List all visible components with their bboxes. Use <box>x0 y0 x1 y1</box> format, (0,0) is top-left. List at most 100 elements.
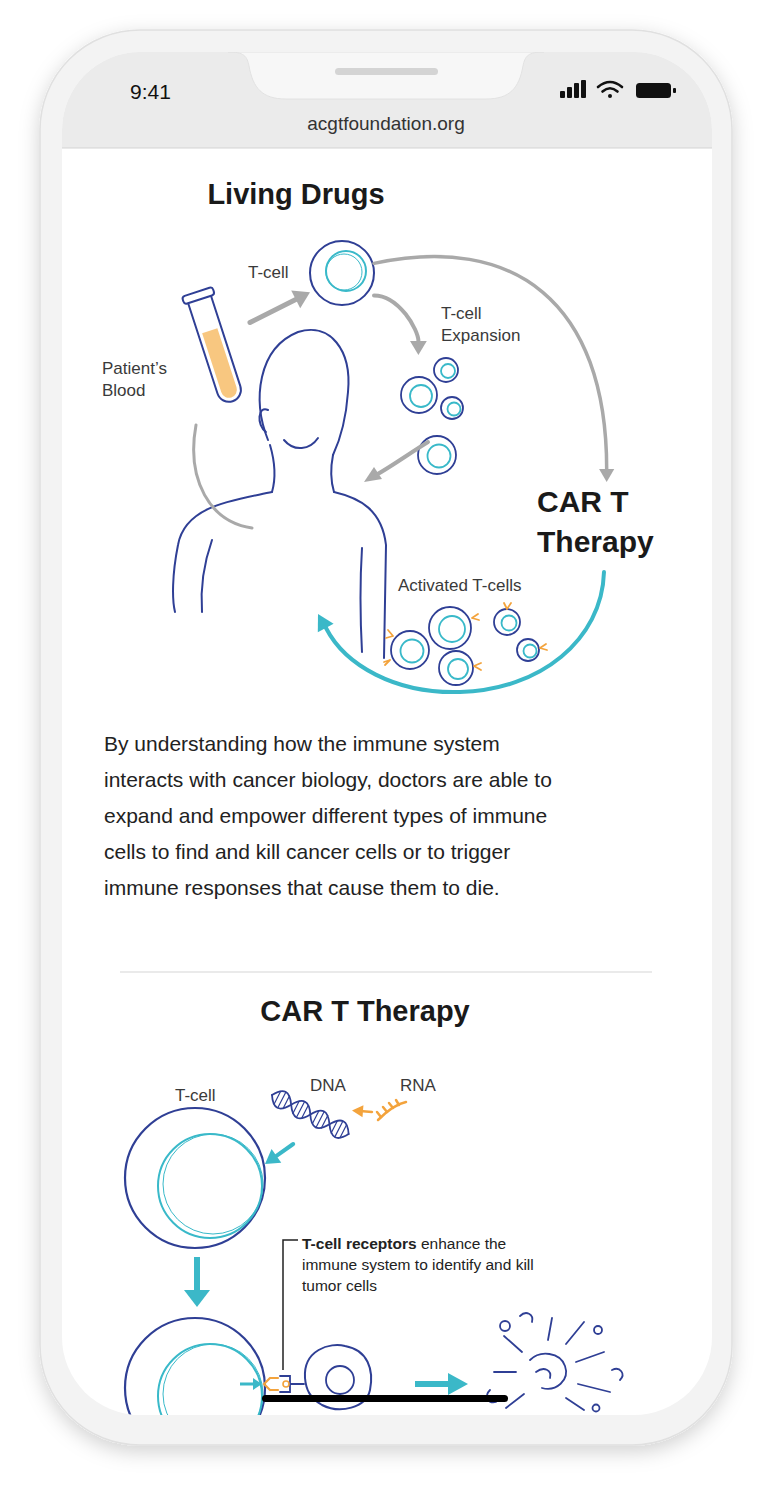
expanded-cells <box>418 436 456 474</box>
phone-screen <box>62 52 712 1415</box>
return-arrow <box>326 572 604 692</box>
url-text: acgtfoundation.org <box>307 112 464 136</box>
activated-cells <box>502 616 517 631</box>
callout-leader <box>283 1240 298 1370</box>
car-t-cell <box>253 1378 262 1390</box>
car-t-cell <box>163 1344 263 1415</box>
return-arrow <box>318 572 604 692</box>
destroyed-cell <box>594 1326 602 1334</box>
t-cell-large <box>163 1134 263 1234</box>
test-tube <box>182 287 248 406</box>
page-title: Living Drugs <box>207 176 384 212</box>
t-cell-icon <box>310 241 374 305</box>
person-outline <box>284 438 318 448</box>
receptor-binding <box>283 1381 289 1387</box>
car-t-cell <box>125 1318 265 1415</box>
infusion-arrow <box>364 442 428 482</box>
person-outline <box>260 330 349 455</box>
receptor-binding <box>280 1376 304 1392</box>
person-outline <box>173 492 272 612</box>
expanded-cells <box>410 385 432 407</box>
activated-cells <box>494 609 520 635</box>
receptor-binding <box>264 1378 278 1390</box>
arrowhead <box>599 469 614 482</box>
section-heading: CAR T Therapy <box>260 993 469 1029</box>
infusion-arrow <box>376 442 428 475</box>
dna-helix <box>273 1090 347 1139</box>
rna-node: RNA <box>372 1100 408 1124</box>
arrowhead <box>352 1105 363 1117</box>
kill-arrow <box>415 1381 450 1387</box>
node-label: Patient’s Blood <box>102 358 174 402</box>
expanded-cells <box>441 397 463 419</box>
activated-cells <box>384 660 390 665</box>
battery-icon <box>636 83 676 98</box>
test-tube <box>182 287 215 304</box>
t-cell-large <box>125 1108 265 1248</box>
callout-bold: T-cell receptors <box>302 1235 417 1252</box>
activated-cells <box>472 614 479 620</box>
status-time-holder: 9:41 <box>130 79 171 105</box>
wifi-icon <box>603 88 618 91</box>
car-t-cell <box>125 1318 265 1415</box>
t-cell-icon <box>326 251 366 291</box>
dna-node: DNA <box>268 1083 352 1144</box>
destroyed-cell <box>494 1318 610 1410</box>
section-heading-holder: CAR T Therapy <box>260 993 469 1029</box>
dna-helix <box>268 1087 353 1142</box>
signal-icon <box>581 80 586 98</box>
node-label: T-cell <box>248 262 289 284</box>
car-t-cell <box>158 1344 262 1415</box>
activated-cells <box>448 659 468 679</box>
destroyed-cell <box>520 1313 532 1322</box>
kill-arrow <box>415 1373 468 1395</box>
destroyed-cell <box>500 1321 510 1331</box>
speaker <box>335 68 438 75</box>
activated-cells <box>504 603 511 609</box>
person-outline <box>259 409 268 432</box>
divider <box>62 147 712 148</box>
t-cell-large <box>125 1108 265 1248</box>
receptor-binding <box>264 1376 304 1392</box>
destroyed-cell <box>536 1369 550 1378</box>
signal-icon <box>574 83 579 98</box>
wifi-icon <box>598 82 622 87</box>
activated-cells <box>517 639 539 661</box>
activated-cells <box>474 663 481 670</box>
arrowhead <box>291 290 310 308</box>
arrowhead <box>410 341 427 355</box>
person-outline <box>361 548 363 652</box>
rna-strand <box>377 1100 399 1117</box>
connector-line <box>276 1144 293 1156</box>
connector <box>265 1144 293 1164</box>
t-cell-large <box>158 1134 262 1238</box>
connector-line <box>250 299 296 322</box>
signal-icon <box>560 80 586 98</box>
dna-helix <box>268 1087 353 1142</box>
activated-cells <box>439 651 473 685</box>
connector <box>374 257 614 482</box>
wifi-icon <box>598 82 622 98</box>
return-arrow <box>318 614 334 632</box>
return-arc <box>194 425 252 528</box>
phone-notch <box>228 52 544 99</box>
activated-cells <box>439 616 465 642</box>
connector-line <box>374 257 607 469</box>
node-label: RNA <box>400 1075 436 1097</box>
destroyed-cell <box>530 1354 566 1389</box>
page-title-holder: Living Drugs <box>207 176 384 212</box>
node-label: T-cell <box>175 1085 216 1107</box>
connector-line <box>363 1110 372 1113</box>
section-divider <box>120 971 652 973</box>
t-cell-node: T-cell <box>310 241 374 305</box>
node-label: T-cell Expansion <box>441 303 537 347</box>
activated-cells <box>429 607 471 649</box>
signal-icon <box>567 87 572 98</box>
t-cell-node: T-cell <box>125 1108 265 1248</box>
node-label: DNA <box>310 1075 346 1097</box>
person-outline <box>202 540 212 612</box>
person-outline <box>270 445 274 492</box>
tumor-cell <box>326 1366 354 1394</box>
